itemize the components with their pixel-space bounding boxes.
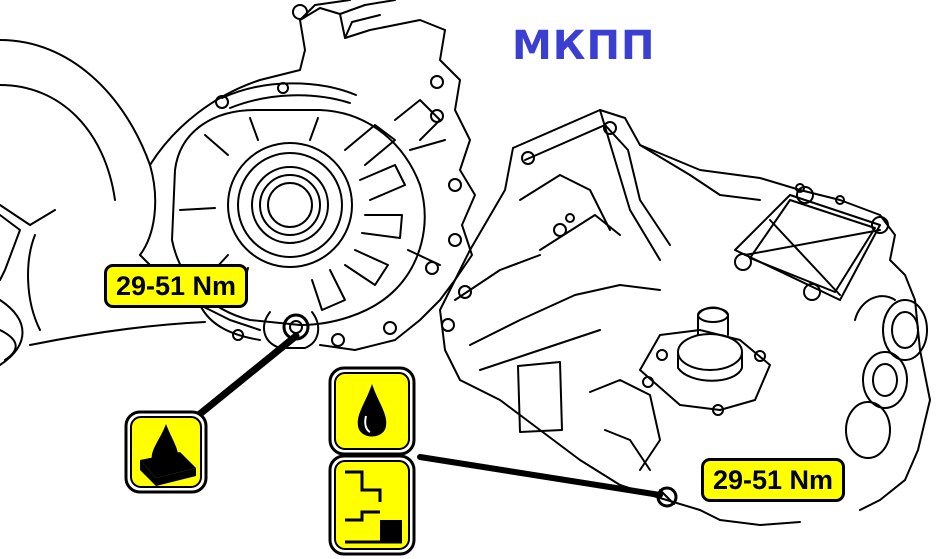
leader-line-fill: [417, 454, 663, 498]
gearbox-case: [439, 109, 931, 526]
torque-label-drain: 29-51 Nm: [104, 264, 249, 308]
oil-drop-icon: [328, 366, 416, 456]
torque-label-fill: 29-51 Nm: [701, 458, 846, 502]
leader-line-drain: [186, 332, 300, 426]
clutch-housing: [0, 0, 476, 366]
fill-level-pipe-icon: [328, 454, 416, 556]
fluid-drop-on-base-icon: [124, 410, 208, 494]
diagram-title: МКПП: [512, 23, 656, 69]
